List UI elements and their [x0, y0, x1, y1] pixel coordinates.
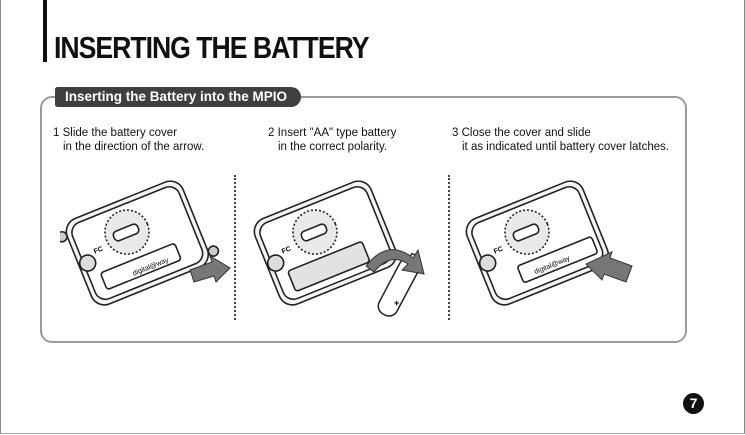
title-accent-bar	[43, 0, 47, 62]
step-divider	[448, 175, 450, 320]
step-2-text: 2 Insert "AA" type battery in the correc…	[268, 126, 396, 154]
page-number: 7	[683, 393, 704, 414]
step-1-illustration: FC digital@way	[60, 178, 235, 308]
step-3-text: 3 Close the cover and slide it as indica…	[452, 126, 669, 154]
section-title: Inserting the Battery into the MPIO	[55, 87, 301, 107]
step-3-number: 3	[452, 127, 458, 139]
step-3-illustration: FC digital@way	[460, 178, 640, 308]
step-1-line2: in the direction of the arrow.	[53, 140, 204, 154]
page-title: INSERTING THE BATTERY	[54, 30, 369, 66]
step-1-line1: Slide the battery cover	[63, 127, 177, 139]
step-2-number: 2	[268, 127, 274, 139]
step-3-line1: Close the cover and slide	[462, 127, 591, 139]
step-1-number: 1	[53, 127, 59, 139]
step-2-line1: Insert "AA" type battery	[278, 127, 397, 139]
step-3-line2: it as indicated until battery cover latc…	[452, 140, 669, 154]
battery-polarity-mark: +	[394, 298, 399, 308]
step-2-line2: in the correct polarity.	[268, 140, 396, 154]
step-2-illustration: FC +	[248, 178, 443, 328]
step-1-text: 1 Slide the battery cover in the directi…	[53, 126, 204, 154]
